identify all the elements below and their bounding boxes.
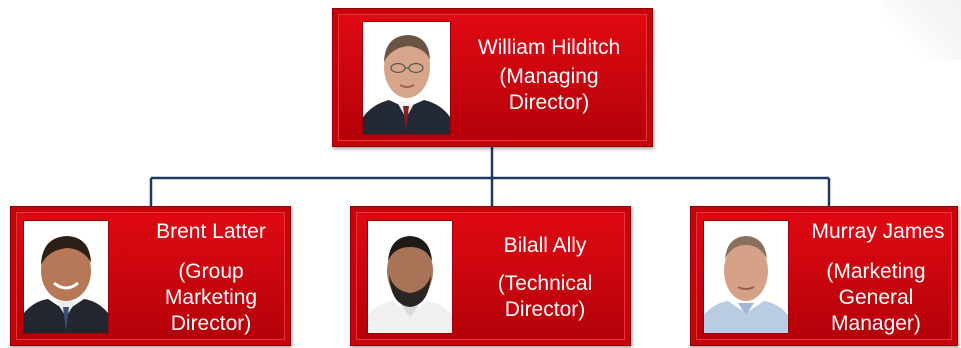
person-photo-icon <box>363 22 450 134</box>
node-role: (Managing Director) <box>499 65 599 114</box>
node-name: Murray James <box>811 220 945 243</box>
org-node-group-marketing-director: Brent Latter (Group Marketing Director) <box>10 206 291 346</box>
node-name: Bilall Ally <box>503 234 587 257</box>
person-photo-icon <box>368 221 452 333</box>
corner-decoration <box>881 0 961 60</box>
node-role: (Group Marketing Director) <box>164 260 258 335</box>
org-node-technical-director: Bilall Ally (Technical Director) <box>350 206 631 346</box>
portrait-brent-latter <box>24 221 108 333</box>
person-photo-icon <box>704 221 788 333</box>
portrait-murray-james <box>704 221 788 333</box>
org-node-managing-director: William Hilditch (Managing Director) <box>332 8 653 147</box>
node-name: Brent Latter <box>156 220 266 243</box>
org-node-marketing-general-manager: Murray James (Marketing General Manager) <box>690 206 958 346</box>
portrait-bilall-ally <box>368 221 452 333</box>
node-role: (Marketing General Manager) <box>826 260 926 335</box>
node-name: William Hilditch <box>477 36 621 59</box>
person-photo-icon <box>24 221 108 333</box>
portrait-william-hilditch <box>363 22 450 134</box>
node-role: (Technical Director) <box>497 272 593 321</box>
